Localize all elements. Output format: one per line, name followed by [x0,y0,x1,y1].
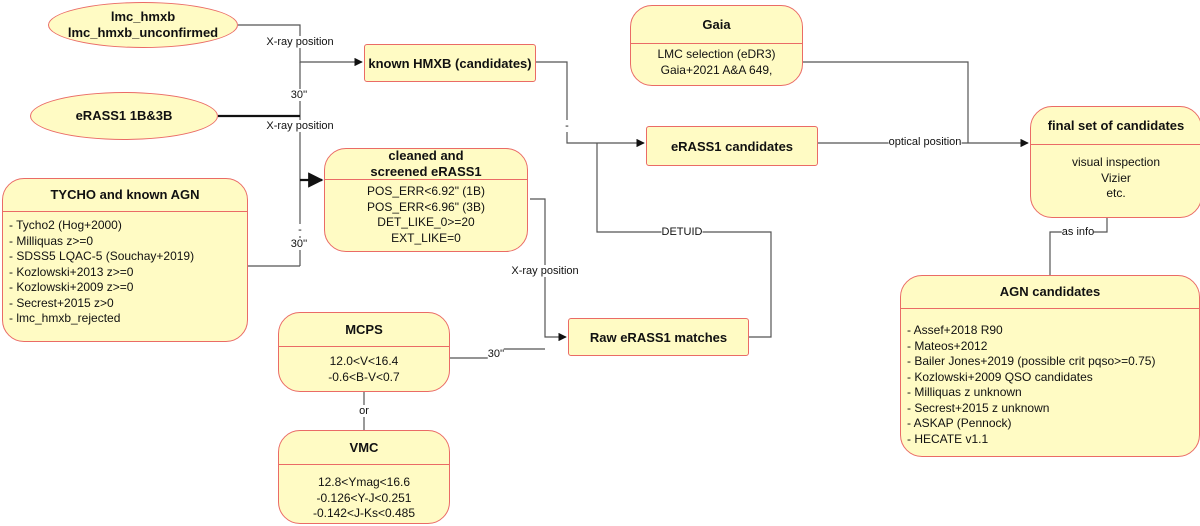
node-item: EXT_LIKE=0 [391,230,461,245]
node-items: - Assef+2018 R90- Mateos+2012- Bailer Jo… [901,309,1199,447]
node-gaia: Gaia LMC selection (eDR3)Gaia+2021 A&A 6… [630,5,803,86]
edge-label: X-ray position [266,36,334,48]
node-text: lmc_hmxb [110,9,176,24]
edge-label: as info [1061,226,1095,238]
node-item: - ASKAP (Pennock) [907,416,1012,430]
edge-label: X-ray position [511,265,579,277]
node-item: - Secrest+2015 z unknown [907,400,1050,415]
node-items: LMC selection (eDR3)Gaia+2021 A&A 649, [631,44,802,78]
node-title: AGN candidates [901,276,1199,309]
edge-label: or [359,405,369,417]
node-text: eRASS1 candidates [670,138,794,154]
node-item: - Kozlowski+2009 z>=0 [9,280,134,294]
node-final: final set of candidates visual inspectio… [1030,106,1200,218]
edge-label: DETUID [661,226,703,238]
node-items: 12.0<V<16.4-0.6<B-V<0.7 [279,347,449,385]
node-items: POS_ERR<6.92" (1B)POS_ERR<6.96" (3B)DET_… [325,180,527,246]
node-item: -0.126<Y-J<0.251 [316,490,412,505]
node-mcps: MCPS 12.0<V<16.4-0.6<B-V<0.7 [278,312,450,392]
node-item: - SDSS5 LQAC-5 (Souchay+2019) [9,249,195,263]
node-title: TYCHO and known AGN [3,179,247,212]
edge-label: optical position [888,136,962,148]
edge-hmxb-to-candidates [536,61,645,148]
node-item: - Kozlowski+2013 z>=0 [9,264,134,279]
node-items: - Tycho2 (Hog+2000)- Milliquas z>=0- SDS… [3,212,247,327]
edge-label: 30'' [290,89,308,101]
node-erass1-1b3b: eRASS1 1B&3B [30,92,218,140]
node-item: -0.6<B-V<0.7 [328,369,400,384]
edge-label: X-ray position [266,120,334,132]
node-item: - Tycho2 (Hog+2000) [9,218,122,232]
node-item: - lmc_hmxb_rejected [9,311,121,325]
node-item: visual inspection [1071,155,1161,169]
node-title: final set of candidates [1031,107,1200,145]
node-agn: AGN candidates - Assef+2018 R90- Mateos+… [900,275,1200,457]
node-item: POS_ERR<6.92" (1B) [367,184,485,198]
node-erass1-candidates: eRASS1 candidates [646,126,818,166]
node-item: - Secrest+2015 z>0 [9,295,114,310]
node-item: - Bailer Jones+2019 (possible crit pqso>… [907,354,1156,368]
edge-label: 30'' [487,348,505,360]
node-item: 12.8<Ymag<16.6 [317,475,411,489]
node-item: POS_ERR<6.96" (3B) [367,199,485,214]
node-tycho: TYCHO and known AGN - Tycho2 (Hog+2000)-… [2,178,248,342]
node-title: Gaia [631,6,802,44]
node-item: - Milliquas z unknown [907,385,1022,399]
edge-label: - [298,224,302,236]
node-title: screened eRASS1 [370,164,482,179]
node-item: DET_LIKE_0>=20 [377,215,475,229]
node-item: -0.142<J-Ks<0.485 [312,506,416,520]
node-text: known HMXB (candidates) [368,55,532,71]
node-item: Gaia+2021 A&A 649, [660,62,773,77]
node-item: - Mateos+2012 [907,338,988,353]
node-vmc: VMC 12.8<Ymag<16.6-0.126<Y-J<0.251-0.142… [278,430,450,524]
edge-label: 30'' [290,238,308,250]
node-known-hmxb: known HMXB (candidates) [364,44,536,82]
edge-raw-detuid [596,143,772,338]
node-raw-matches: Raw eRASS1 matches [568,318,749,356]
node-item: - HECATE v1.1 [907,431,989,446]
node-item: - Milliquas z>=0 [9,233,94,248]
edge-gaia-to-final [803,61,969,143]
node-title: MCPS [279,313,449,347]
node-item: Vizier [1101,170,1131,185]
node-title: cleaned and [388,148,464,163]
node-lmc-hmxb: lmc_hmxb lmc_hmxb_unconfirmed [48,2,238,48]
edge-label: - [565,120,569,132]
node-item: LMC selection (eDR3) [657,47,776,61]
node-text: lmc_hmxb_unconfirmed [67,25,219,40]
node-item: 12.0<V<16.4 [329,354,399,368]
node-items: 12.8<Ymag<16.6-0.126<Y-J<0.251-0.142<J-K… [279,465,449,522]
node-text: eRASS1 1B&3B [75,108,173,123]
node-title: VMC [279,431,449,465]
node-item: etc. [1106,186,1126,200]
node-item: - Kozlowski+2009 QSO candidates [907,369,1093,384]
node-text: Raw eRASS1 matches [589,329,728,345]
node-item: - Assef+2018 R90 [907,323,1003,337]
